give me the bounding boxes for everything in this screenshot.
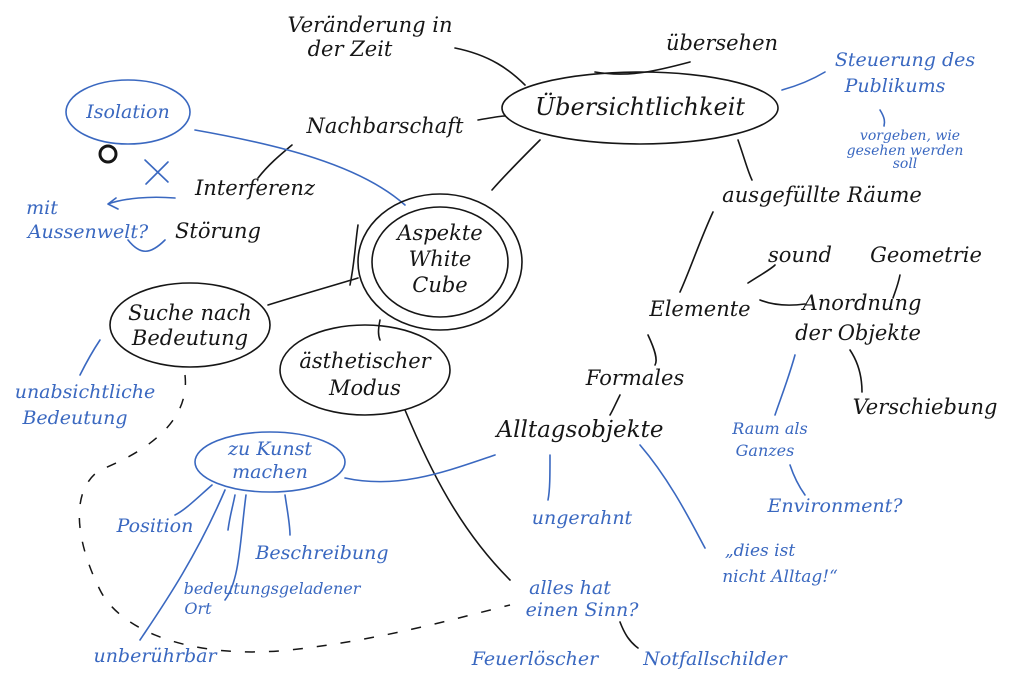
node-ungerahnt: ungerahnt [532, 507, 633, 529]
node-uebersehen: übersehen [666, 31, 778, 55]
node-uebersichtlichkeit: Übersichtlichkeit [535, 92, 745, 121]
node-formales: Formales [585, 366, 685, 390]
kunst-ellipse [194, 431, 346, 493]
blue-connectors [79, 71, 886, 641]
uebersichtlichkeit-ellipse [501, 71, 779, 145]
node-verschiebung: Verschiebung [853, 395, 998, 419]
node-ausgefuellte: ausgefüllte Räume [722, 183, 922, 207]
node-geometrie: Geometrie [870, 243, 982, 267]
node-position: Position [116, 515, 194, 537]
node-stoerung: Störung [175, 219, 261, 243]
center-ellipse-outer [357, 193, 523, 331]
node-interferenz: Interferenz [194, 176, 316, 200]
node-nachbarschaft: Nachbarschaft [306, 114, 465, 138]
node-isolation: Isolation [85, 101, 170, 123]
isolation-ellipse [65, 79, 191, 145]
suche-ellipse [109, 282, 271, 368]
node-environment: Environment? [767, 495, 904, 517]
node-beschreibung: Beschreibung [254, 542, 388, 564]
center-ellipse-inner [371, 206, 509, 318]
node-feuerloescher: Feuerlöscher [471, 648, 600, 670]
node-notfall: Notfallschilder [642, 648, 788, 670]
node-unberuehrbar: unberührbar [93, 645, 218, 667]
node-elemente: Elemente [648, 297, 750, 321]
node-alltagsobjekte: Alltagsobjekte [495, 417, 664, 443]
node-sound: sound [768, 243, 832, 267]
open-circle-marker [98, 144, 118, 164]
aesthetisch-ellipse [279, 324, 451, 416]
black-connectors [78, 47, 901, 653]
